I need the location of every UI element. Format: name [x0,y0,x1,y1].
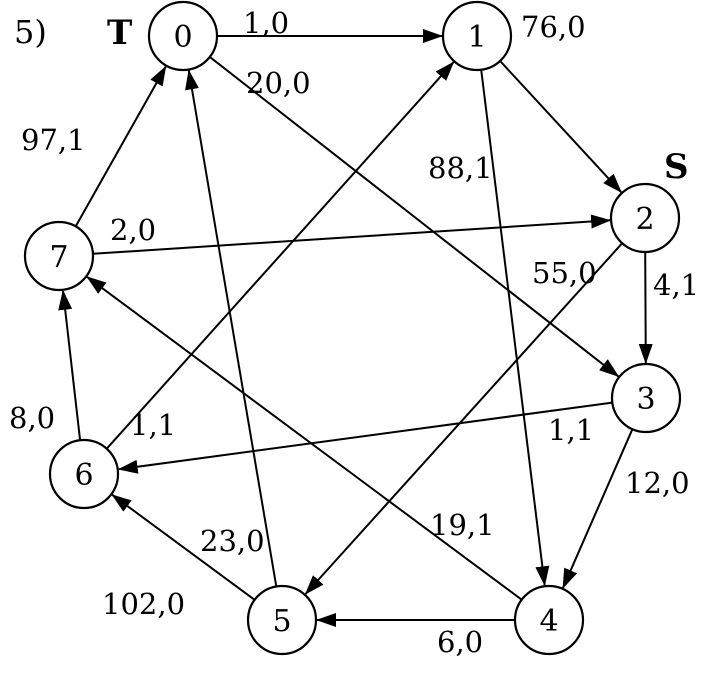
edge-label-3-4: 12,0 [625,466,690,500]
node-circle-4 [513,584,585,656]
edge-3-6 [117,401,613,474]
edge-label-4-7: 19,1 [430,508,495,542]
edge-1-2 [499,60,623,194]
sink-tag: T [107,13,132,53]
node-circle-6 [48,438,120,510]
edge-label-7-0: 97,1 [21,123,86,157]
edge-label-6-1: 1,1 [130,408,176,442]
edge-labels-layer: 1,020,076,088,14,155,012,01,16,019,123,0… [9,6,699,659]
source-tag: S [664,147,689,187]
edge-label-6-7: 8,0 [9,401,55,435]
node-circle-3 [610,362,682,434]
edge-4-7 [86,276,523,601]
node-5: 5 [246,584,318,656]
node-circle-0 [147,0,219,72]
node-circle-2 [609,182,681,254]
edge-label-2-5: 55,0 [532,256,597,290]
node-label-1: 1 [467,20,486,55]
edge-5-0 [185,69,278,587]
edge-label-5-6: 102,0 [102,587,185,621]
edge-label-2-3: 4,1 [653,268,699,302]
edge-label-7-2: 2,0 [110,213,156,247]
edge-3-4 [562,428,634,589]
edge-label-0-1: 1,0 [243,6,289,40]
node-3: 3 [610,362,682,434]
edge-2-3 [638,251,653,364]
problem-number: 5) [14,13,47,51]
edge-label-0-3: 20,0 [246,66,311,100]
edge-label-1-2: 76,0 [521,10,586,44]
node-circle-7 [23,220,95,292]
edges-layer [58,29,653,627]
node-circle-1 [441,0,513,72]
node-label-5: 5 [272,604,291,639]
nodes-layer: 0 1 2 3 4 5 6 7 [23,0,682,656]
node-6: 6 [48,438,120,510]
edge-7-0 [74,65,167,227]
edge-7-2 [92,214,612,255]
edge-label-3-6: 1,1 [548,413,594,447]
edge-6-1 [105,61,455,450]
edge-5-6 [111,493,256,601]
node-0: 0 [147,0,219,72]
node-2: 2 [609,182,681,254]
node-4: 4 [513,584,585,656]
edge-label-4-5: 6,0 [437,625,483,659]
node-label-0: 0 [173,20,192,55]
edge-label-5-0: 23,0 [200,524,265,558]
node-7: 7 [23,220,95,292]
node-label-7: 7 [49,240,68,275]
edge-1-4 [480,69,550,587]
node-1: 1 [441,0,513,72]
edge-label-1-4: 88,1 [428,151,493,185]
node-circle-5 [246,584,318,656]
node-label-6: 6 [74,458,93,493]
edge-2-5 [304,242,623,595]
node-label-3: 3 [636,382,655,417]
node-label-2: 2 [635,202,654,237]
edge-6-7 [58,289,82,441]
node-label-4: 4 [539,604,558,639]
